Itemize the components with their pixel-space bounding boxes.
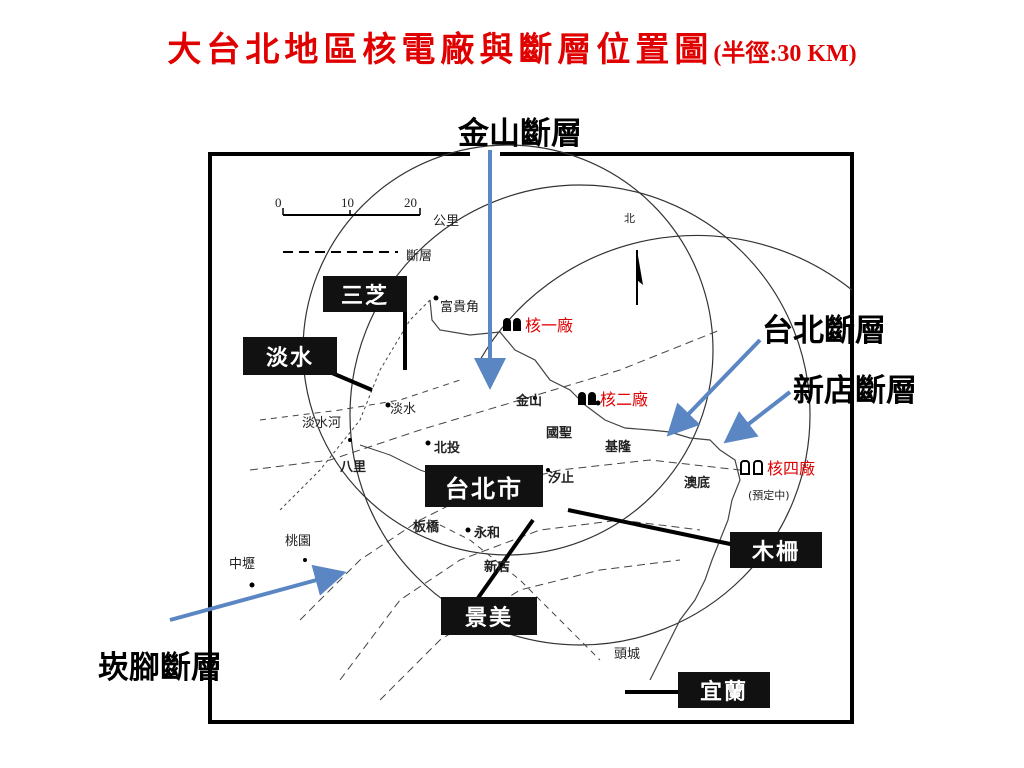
place-tamsui-river: 淡水河 [302, 416, 342, 431]
place-zhongli: 中壢 [229, 557, 256, 572]
plant-4-note: (預定中) [748, 489, 790, 502]
west-coast [279, 299, 431, 511]
scale-tick-10: 10 [341, 195, 354, 210]
connector-jingmei [476, 518, 535, 600]
place-xindian: 新店 [484, 560, 511, 575]
box-taipei-city: 台北市 [425, 465, 543, 507]
box-sanzhi: 三芝 [323, 276, 407, 312]
map-frame [208, 152, 854, 724]
fault-line-1 [249, 329, 721, 471]
plant-1: 核一廠 [503, 312, 573, 336]
north-arrow-icon [636, 250, 643, 305]
fault-label-kanjiao: 崁腳斷層 [98, 650, 222, 686]
radius-circle-plant2 [349, 184, 811, 646]
place-beitou: 北投 [434, 441, 461, 456]
plant-1-label: 核一廠 [525, 316, 574, 335]
arrow-xindian [723, 390, 792, 444]
north-label: 北 [624, 212, 635, 225]
fault-line-4 [379, 559, 681, 701]
radius-circle-plant4 [479, 234, 853, 361]
fault-label-taipei: 台北斷層 [762, 313, 886, 349]
fault-label-xindian: 新店斷層 [793, 373, 917, 409]
fault-legend-label: 斷層 [406, 249, 433, 264]
plant-4-label: 核四廠 [767, 459, 816, 478]
page-title: 大台北地區核電廠與斷層位置圖(半徑:30 KM) [0, 22, 1024, 71]
fault-line-5 [259, 379, 461, 421]
title-sub: (半徑:30 KM) [713, 41, 857, 67]
place-guosheng: 國聖 [546, 426, 573, 441]
reactor-icon [578, 391, 596, 405]
place-xizhi: 汐止 [548, 471, 575, 486]
reactor-icon [740, 459, 763, 475]
box-mucha: 木柵 [730, 532, 822, 568]
scale-tick-20: 20 [404, 195, 417, 210]
place-jinshan: 金山 [516, 394, 543, 409]
scale-unit: 公里 [433, 214, 460, 229]
reactor-icon [503, 317, 521, 331]
box-jingmei: 景美 [441, 597, 537, 635]
place-toucheng: 頭城 [614, 647, 641, 662]
fault-label-jinshan: 金山斷層 [458, 116, 582, 152]
fault-line-6 [429, 519, 601, 661]
connector-mucha [567, 508, 736, 547]
place-aodi: 澳底 [684, 476, 711, 491]
box-tamsui: 淡水 [243, 337, 337, 375]
plant-2: 核二廠 [578, 386, 648, 410]
place-fuguijiao: 富貴角 [440, 300, 480, 315]
arrow-kanjiao [169, 564, 347, 622]
place-taoyuan: 桃園 [285, 534, 312, 549]
coastline [429, 299, 741, 681]
box-yilan: 宜蘭 [678, 672, 770, 708]
place-banqiao: 板橋 [413, 520, 440, 535]
place-tamsui: 淡水 [390, 402, 417, 417]
scale-tick-0: 0 [275, 195, 282, 210]
place-yonghe: 永和 [474, 526, 501, 541]
place-keelung: 基隆 [605, 440, 632, 455]
plant-4: 核四廠 [740, 455, 815, 479]
title-main: 大台北地區核電廠與斷層位置圖 [167, 30, 714, 70]
plant-2-label: 核二廠 [600, 390, 649, 409]
place-bali: 八里 [340, 460, 367, 475]
arrow-taipei [666, 338, 762, 437]
